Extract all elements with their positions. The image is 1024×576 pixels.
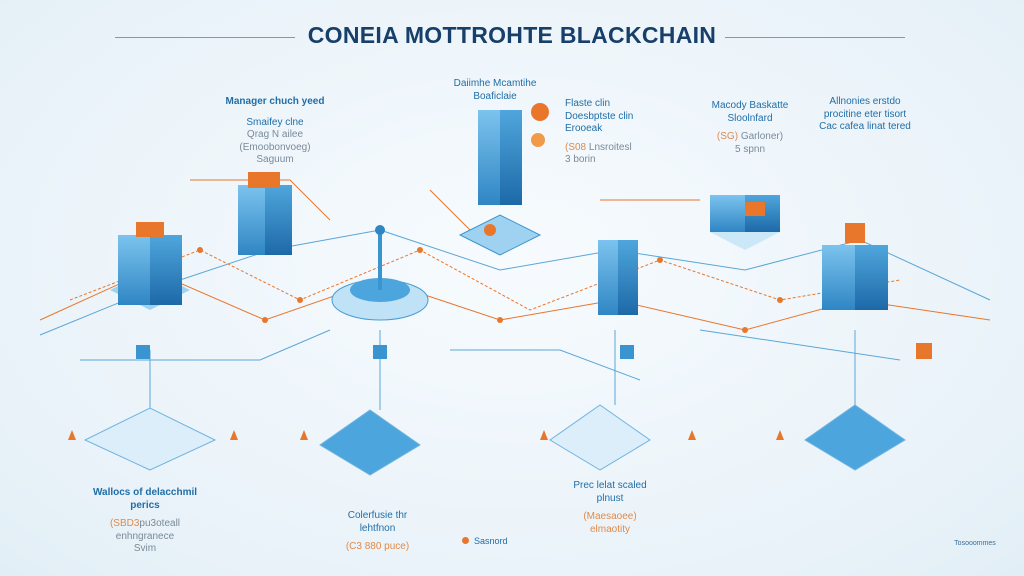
legend: Sasnord [462, 536, 532, 549]
fountain-platform [331, 225, 429, 321]
label-top-left: Manager chuch yeed Smaifey clne Qrag N a… [200, 96, 350, 167]
label-top-right: Macody Baskatte Sloolnfard (SG) Garloner… [700, 100, 800, 156]
label-heading: Prec lelat scaled plnust [573, 480, 647, 504]
label-bottom-right: Prec lelat scaled plnust (Maesaoee) elma… [570, 480, 650, 536]
label-line: elmaotity [589, 523, 630, 535]
label-heading: Allnonies erstdo procitine eter tisort C… [819, 96, 911, 132]
building-right [710, 195, 780, 250]
label-top-center: Daiimhe Mcamtihe Boaficlaie [440, 78, 550, 103]
bottom-platforms [83, 404, 906, 476]
label-line: 3 borin [565, 154, 596, 165]
building-left [110, 222, 190, 310]
label-heading: Wallocs of delacchmil perics [92, 487, 198, 511]
building-upper-left [238, 172, 292, 255]
arrow-markers [68, 430, 784, 440]
label-heading: Flaste clin Doesbptste clin Erooeak [565, 98, 634, 134]
network-lines [39, 179, 991, 420]
label-heading: Colerfusie thr lehtfnon [347, 510, 408, 534]
label-line: puce) [384, 541, 410, 552]
legend-label: Sasnord [474, 536, 508, 546]
small-cubes [136, 343, 932, 359]
label-tag: (C3 880 [345, 541, 382, 552]
central-tower [458, 103, 549, 256]
label-bottom-left: Wallocs of delacchmil perics (SBD3pu3ote… [85, 487, 205, 556]
label-far-right: Allnonies erstdo procitine eter tisort C… [815, 96, 915, 134]
label-bottom-center: Colerfusie thr lehtfnon (C3 880 puce) [335, 510, 420, 554]
label-tag: (S08 [565, 141, 587, 153]
title-rule-right [725, 37, 905, 38]
label-tag: (Maesaoee) [583, 511, 637, 522]
label-line: Lnsroitesl [588, 141, 632, 153]
label-heading: Manager chuch yeed [225, 96, 325, 107]
label-line: pu3oteall [139, 518, 181, 529]
label-tag: (SG) [716, 131, 739, 142]
label-sub: Smaifey clne [246, 116, 304, 128]
building-center-right [598, 240, 638, 315]
label-tag: (SBD3 [109, 518, 140, 529]
legend-dot-icon [462, 537, 469, 544]
page-title: CONEIA MOTTROHTE BLACKCHAIN [307, 22, 717, 48]
label-line: Svim [133, 543, 157, 554]
label-line: enhngranece [115, 530, 175, 542]
label-line: Qrag N ailee [246, 129, 304, 140]
building-far-right [822, 223, 888, 310]
label-line: (Emoobonvoeg) [239, 141, 311, 153]
label-heading: Macody Baskatte Sloolnfard [711, 100, 789, 124]
label-line: Saguum [256, 154, 294, 165]
label-line: 5 spnn [734, 143, 766, 155]
label-line: Garloner) [740, 131, 784, 142]
title-rule-left [115, 37, 295, 38]
label-heading: Daiimhe Mcamtihe Boaficlaie [453, 78, 537, 102]
label-top-center-right: Flaste clin Doesbptste clin Erooeak (S08… [565, 98, 645, 167]
corner-mark: Tosooommes [954, 540, 996, 547]
